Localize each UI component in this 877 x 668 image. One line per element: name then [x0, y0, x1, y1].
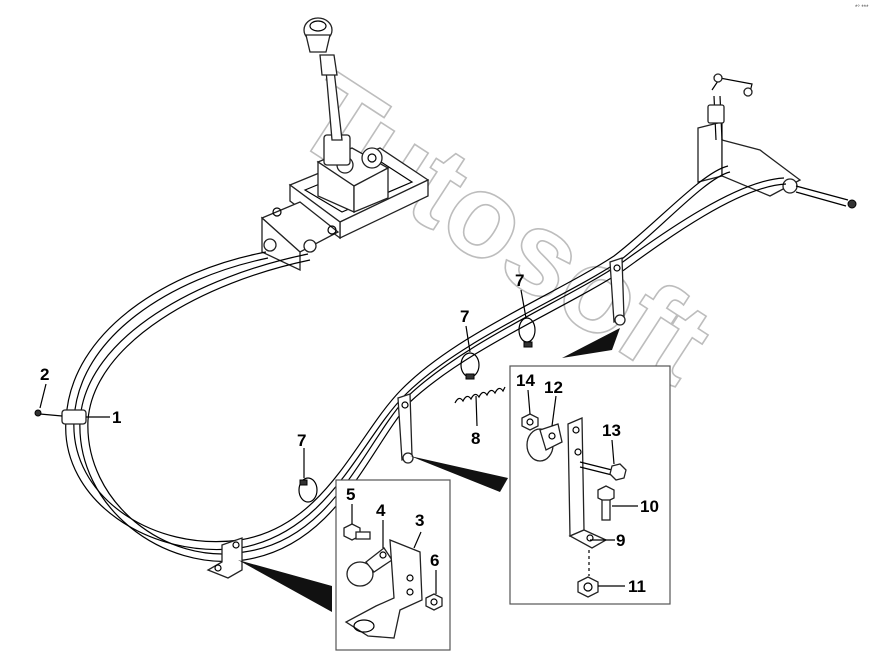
detail-box-right	[509, 365, 671, 605]
callout-3: 3	[415, 511, 424, 530]
detail-box-lower	[335, 479, 451, 651]
callout-5: 5	[346, 485, 355, 504]
pointer-wedge-upper	[562, 328, 620, 358]
cable-tie-7-middle	[460, 352, 480, 380]
callout-8: 8	[471, 429, 480, 448]
pointer-wedge-middle	[410, 456, 508, 492]
callout-7-middle: 7	[460, 307, 469, 326]
callout-labels: 1 2 3 4 5 6 7 7 7 8 9 10 11 12 13 14	[40, 271, 659, 596]
callout-14: 14	[516, 371, 535, 390]
cable-bracket-middle	[397, 393, 414, 464]
spring-8	[454, 386, 506, 404]
callout-10: 10	[640, 497, 659, 516]
cable-bracket-upper	[609, 257, 626, 326]
leader-lines	[39, 289, 638, 594]
callout-1: 1	[112, 408, 121, 427]
transmission-bracket	[697, 73, 857, 209]
callout-11: 11	[628, 577, 646, 596]
nut-11	[577, 576, 599, 598]
bolt-10	[597, 485, 615, 521]
nut-6	[425, 593, 443, 611]
nut-14	[521, 413, 539, 431]
cable-tie-7-upper	[518, 317, 536, 348]
cable-tie-7-lower	[298, 477, 318, 503]
gear-shifter-assembly	[260, 17, 430, 272]
clip-4	[346, 547, 393, 587]
callout-12: 12	[544, 378, 563, 397]
callout-2: 2	[40, 365, 49, 384]
bracket-9	[567, 417, 608, 549]
callout-7-upper: 7	[515, 271, 524, 290]
clip-12	[526, 423, 563, 462]
bolt-13	[579, 461, 627, 481]
callout-6: 6	[430, 551, 439, 570]
corner-mark: *° ***	[855, 5, 869, 11]
bracket-3	[344, 539, 423, 639]
pointer-wedge-lower	[238, 560, 332, 612]
callout-4: 4	[376, 501, 386, 520]
cable-bracket-lower	[206, 537, 243, 579]
callout-9: 9	[616, 531, 625, 550]
callout-13: 13	[602, 421, 621, 440]
callout-7-lower: 7	[297, 431, 306, 450]
cable-clip-1	[34, 409, 87, 425]
